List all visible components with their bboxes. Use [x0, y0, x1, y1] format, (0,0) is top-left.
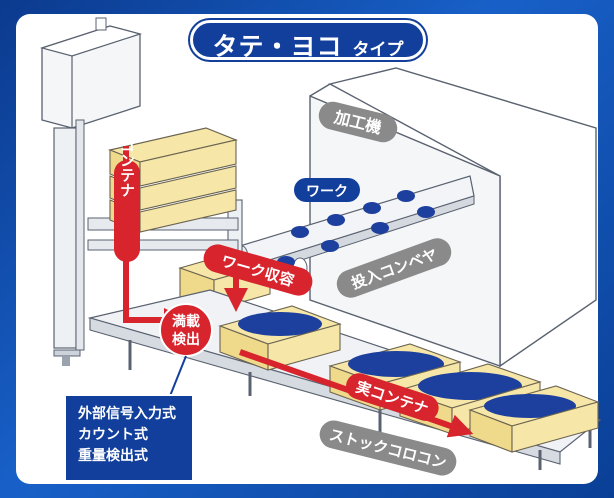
filled-container-4: [468, 385, 600, 453]
svg-text:満載: 満載: [172, 313, 200, 330]
svg-text:ワーク: ワーク: [306, 184, 348, 200]
detection-method-count: カウント式: [78, 427, 148, 443]
svg-text:空コンテナ: 空コンテナ: [118, 122, 136, 198]
detection-methods-box: 外部信号入力式 カウント式 重量検出式: [64, 394, 194, 482]
detection-method-weight: 重量検出式: [78, 448, 148, 464]
svg-text:検出: 検出: [172, 331, 200, 348]
detection-method-external-signal: 外部信号入力式: [78, 406, 176, 422]
detection-connector: [169, 355, 187, 397]
full-load-detection-badge: 満載 検出: [159, 303, 213, 357]
title-main: タテ・ヨコ: [212, 32, 343, 61]
title-sub: タイプ: [352, 40, 404, 60]
processing-machine: [309, 67, 597, 368]
title-banner: タテ・ヨコ タイプ: [190, 20, 426, 61]
empty-container-label: 空コンテナ: [114, 122, 140, 262]
work-pieces: [277, 190, 435, 268]
work-label: ワーク: [294, 178, 360, 202]
